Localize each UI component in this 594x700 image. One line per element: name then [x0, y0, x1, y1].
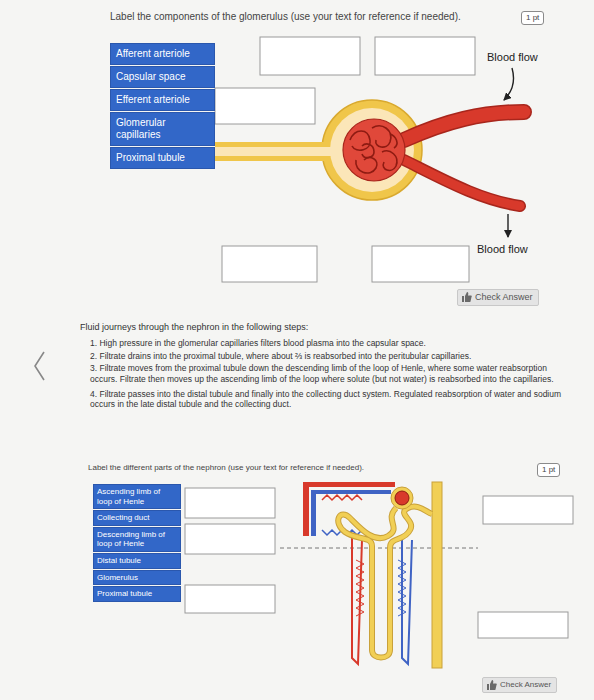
capillary-loop: [356, 158, 377, 173]
afferent-vessel-outline: [404, 112, 524, 140]
node-text: Ascending limb of loop of Henle: [97, 487, 160, 506]
capillary-mesh: [398, 560, 406, 616]
drop-box: [478, 612, 568, 638]
efferent-vessel-outline: [404, 160, 520, 206]
cortex-boundary: [280, 548, 478, 549]
capillary-loop: [350, 131, 370, 150]
answer-chip: Glomerular capillaries: [110, 112, 215, 146]
node-text: Distal tubule: [97, 556, 141, 565]
question-text: Label the components of the glomerulus (…: [110, 11, 510, 24]
drop-targets: [185, 488, 573, 638]
drop-box: [372, 246, 469, 282]
answer-chip: Proximal tubule: [110, 147, 215, 169]
drop-box: [222, 246, 317, 282]
renal-tubule: [338, 507, 432, 658]
capillary-loop: [382, 151, 397, 170]
step-text: 3. Filtrate moves from the proximal tubu…: [90, 363, 575, 384]
answer-chip: Efferent arteriole: [110, 89, 215, 111]
step-text: 1. High pressure in the glomerular capil…: [90, 338, 575, 349]
thumb-shape: [462, 292, 472, 302]
capillary-tuft: [343, 119, 405, 181]
node-text: Afferent arteriole: [116, 48, 190, 59]
thumb-shape: [487, 680, 497, 690]
efferent-vessel: [404, 160, 520, 206]
flow-label: Blood flow: [487, 51, 538, 65]
step-text: 2. Filtrate drains into the proximal tub…: [90, 351, 575, 362]
capillary-loops: [350, 126, 397, 173]
capillary-loop: [390, 134, 397, 148]
node-text: Check Answer: [500, 680, 551, 690]
node-text: Collecting duct: [97, 513, 149, 522]
question-text: Label the different parts of the nephron…: [88, 463, 518, 473]
check-answer-button: Check Answer: [482, 677, 557, 693]
tubule-wall: [215, 142, 340, 161]
glomerulus-tuft: [395, 491, 409, 505]
answer-chip: Collecting duct: [93, 510, 181, 526]
vein: [311, 490, 391, 494]
node-text: Check Answer: [475, 292, 533, 303]
answer-chip: Ascending limb of loop of Henle: [93, 484, 181, 509]
vasa-recta: [402, 540, 412, 664]
node-text: 1 pt: [526, 13, 539, 22]
peritubular-capillary: [322, 495, 362, 500]
drop-box: [185, 524, 275, 554]
collecting-duct: [432, 482, 442, 668]
step-text: 4. Filtrate passes into the distal tubul…: [90, 389, 575, 410]
node-text: Glomerulus: [97, 573, 138, 582]
check-answer-button: Check Answer: [457, 289, 539, 306]
answer-chip: Glomerulus: [93, 570, 181, 586]
flow-arrow: [504, 68, 514, 100]
answer-chip: Afferent arteriole: [110, 43, 215, 65]
thumb-icon: [487, 680, 497, 690]
drop-box: [375, 37, 475, 75]
renal-tubule-outline: [338, 507, 432, 658]
artery: [303, 482, 395, 487]
answer-chip: Proximal tubule: [93, 586, 181, 602]
capillary-loop: [372, 126, 391, 147]
drop-targets: [215, 37, 475, 282]
node-text: Glomerular capillaries: [116, 117, 165, 140]
thumb-icon: [462, 292, 472, 302]
vein: [311, 490, 316, 536]
node-text: Descending limb of loop of Henle: [97, 530, 165, 549]
back-chevron: [35, 352, 44, 380]
points-badge: 1 pt: [521, 11, 544, 25]
capillary-loop: [362, 144, 374, 158]
tubule-lumen: [215, 147, 337, 156]
intro-text: Fluid journeys through the nephron in th…: [80, 322, 575, 333]
drop-box: [185, 585, 275, 613]
node-text: Capsular space: [116, 71, 185, 82]
flow-arrow: [507, 214, 508, 237]
points-badge: 1 pt: [537, 463, 560, 477]
afferent-vessel: [404, 112, 524, 140]
capsular-space: [330, 108, 414, 192]
capillary-mesh: [356, 560, 364, 616]
flow-label: Blood flow: [477, 243, 528, 257]
answer-chip: Distal tubule: [93, 553, 181, 569]
answer-chip: Descending limb of loop of Henle: [93, 527, 181, 552]
nephron-illustration: [280, 482, 478, 668]
glomerular-capsule: [391, 487, 413, 509]
drop-box: [185, 488, 275, 518]
node-text: 1 pt: [542, 465, 555, 474]
node-text: Proximal tubule: [116, 152, 185, 163]
node-text: Proximal tubule: [97, 589, 152, 598]
glomerulus-illustration: [215, 68, 524, 237]
drop-box: [260, 37, 360, 75]
drop-box: [215, 88, 315, 124]
artery: [303, 482, 309, 536]
node-text: Efferent arteriole: [116, 94, 190, 105]
answer-chip: Capsular space: [110, 66, 215, 88]
drop-box: [483, 496, 573, 524]
